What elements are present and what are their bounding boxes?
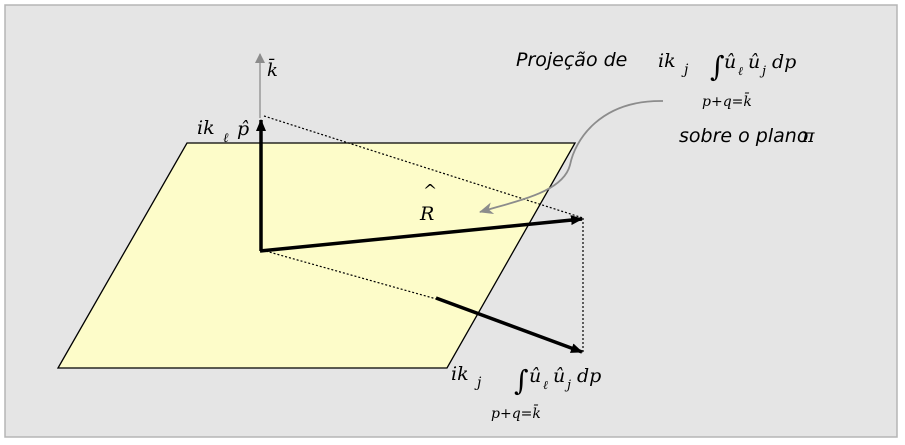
vector-r-projection: [259, 215, 583, 253]
ikl-subscript: ℓ: [223, 131, 229, 146]
bottom-dp: dp: [577, 365, 601, 387]
top-integral-expression: ik j ∫ û ℓ û j dp p+q=k̄: [658, 50, 796, 110]
plane-pi: [56, 142, 577, 369]
bottom-u-hat-1: û: [529, 365, 541, 387]
top-sub-j: j: [681, 62, 689, 78]
top-ik: ik: [658, 50, 676, 72]
sobre-text: sobre o plano: [679, 125, 808, 147]
bottom-sub-j: j: [474, 375, 482, 391]
top-u-hat-1: û: [724, 51, 736, 73]
bottom-sub-l: ℓ: [543, 378, 548, 392]
p-hat-label: p̂: [237, 118, 249, 140]
callout-curve: [479, 100, 664, 215]
top-sub-j2: j: [759, 64, 766, 79]
top-integral-sign: ∫: [710, 50, 725, 83]
bottom-limits: p+q=k̄: [491, 404, 541, 422]
ikl-label: ik: [197, 117, 215, 139]
vector-integral: [435, 296, 583, 354]
bottom-u-hat-2: û: [553, 365, 565, 387]
k-axis-label: k̄: [267, 57, 278, 81]
dotted-bottom-edge: [261, 249, 441, 301]
bottom-sub-j2: j: [564, 378, 571, 393]
r-label: R: [419, 203, 434, 225]
r-hat-accent: ^: [423, 181, 437, 201]
pi-symbol: π: [801, 125, 815, 147]
top-dp: dp: [772, 51, 796, 73]
top-limits: p+q=k̄: [702, 92, 752, 110]
top-sub-l: ℓ: [738, 64, 743, 78]
top-u-hat-2: û: [748, 51, 760, 73]
bottom-ik: ik: [451, 363, 469, 385]
bottom-integral-sign: ∫: [514, 364, 529, 397]
projection-intro-text: Projeção de: [516, 49, 627, 71]
bottom-integral-expression: ik j ∫ û ℓ û j dp p+q=k̄: [451, 363, 601, 422]
